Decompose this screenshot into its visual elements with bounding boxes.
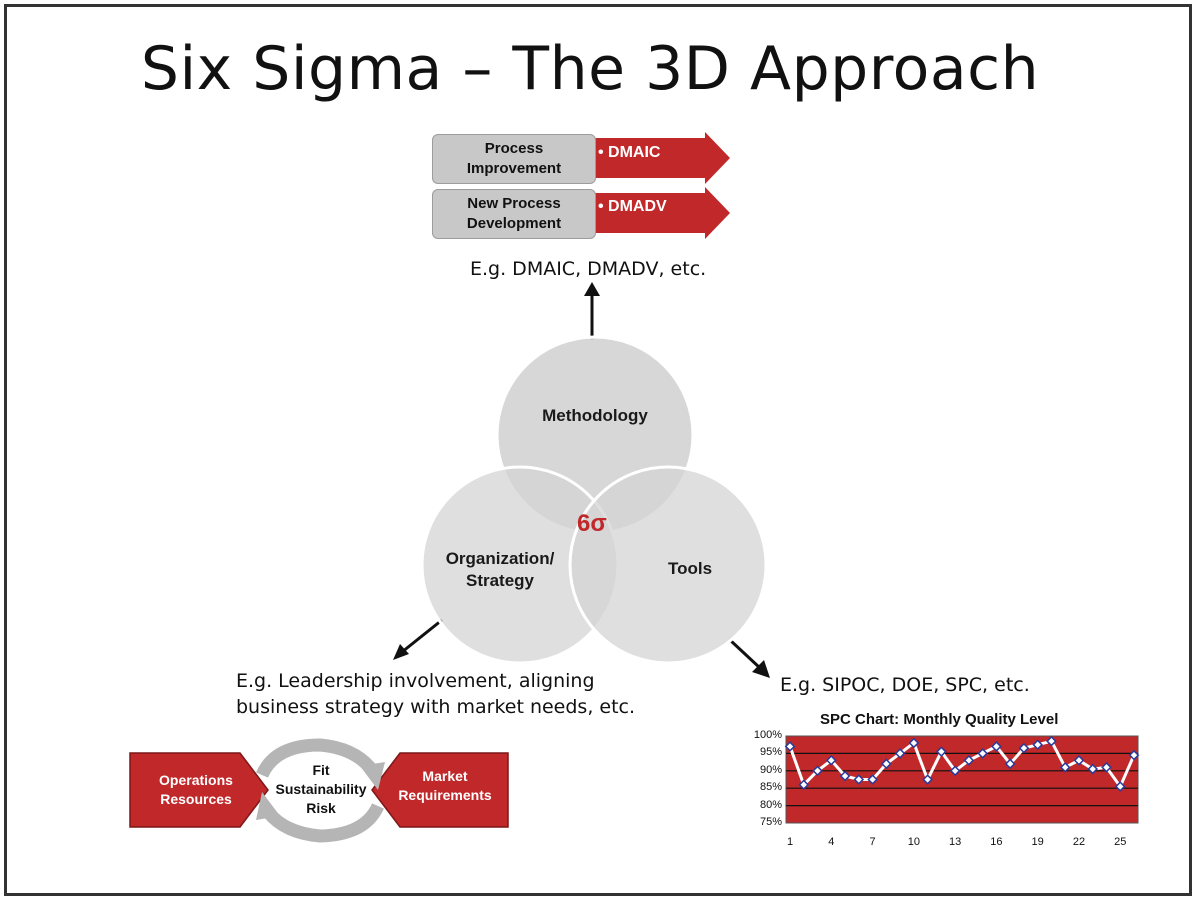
slide-frame [4,4,1192,896]
spc-data-point [1087,763,1099,775]
spc-data-point [949,765,961,777]
organization-example-1: E.g. Leadership involvement, aligning [236,670,595,692]
organization-arrow-line [401,618,443,654]
spc-data-point [798,779,810,791]
tools-circle [568,465,768,665]
new-process-label-1: New Process [467,195,561,212]
market-label-2: Requirements [398,787,492,803]
organization-label-2: Strategy [465,571,535,590]
spc-y-tick-label: 95% [759,746,782,759]
operations-label: Operations Resources [140,771,252,809]
spc-data-point [894,748,906,759]
slide-title: Six Sigma – The 3D Approach [140,34,1040,104]
operations-shape [129,752,269,828]
spc-x-tick-label: 16 [990,836,1003,848]
cycle-center-sustainability: Sustainability [275,781,367,797]
spc-x-tick-label: 22 [1072,836,1086,848]
process-improvement-label-2: Improvement [466,160,562,177]
spc-data-point [1046,735,1057,747]
market-label: Market Requirements [386,767,504,805]
dmadv-arrow [590,187,730,239]
organization-example: E.g. Leadership involvement, aligning bu… [236,668,635,720]
cycle-arrow-bottom [262,802,384,843]
spc-y-tick-label: 100% [753,729,782,741]
spc-data-point [1128,749,1140,761]
methodology-arrow-head [584,282,600,296]
spc-x-tick-label: 1 [786,836,794,848]
spc-data-point [1004,758,1016,770]
dmaic-label: • DMAIC [598,144,661,161]
spc-plot-area [785,735,1139,824]
spc-data-point [922,774,933,785]
spc-data-point [825,755,837,766]
organization-example-2: business strategy with market needs, etc… [236,696,636,718]
dmaic-arrow [590,132,730,184]
process-improvement-box: Process Improvement [432,134,596,184]
cycle-arrow-bottom-head [256,792,280,820]
dmadv-label: • DMADV [598,198,667,215]
spc-y-tick-label: 75% [759,816,782,828]
spc-data-point [1101,762,1112,773]
cycle-arrow-top-head [360,762,385,790]
spc-data-point [1032,739,1043,751]
spc-data-point [812,765,823,777]
spc-data-point [1073,755,1085,766]
spc-data-point [1114,781,1126,792]
spc-data-point [908,737,920,749]
tools-label: Tools [667,559,713,578]
cycle-center-label: Fit Sustainability Risk [268,761,374,818]
spc-y-tick-label: 80% [759,798,782,811]
spc-data-point [936,746,947,757]
organization-arrow-head [393,644,409,660]
six-sigma-center: 6σ [577,510,607,537]
organization-label: Organization/ Strategy [420,548,580,592]
cycle-arrow-top [256,738,378,778]
spc-data-point [991,741,1002,752]
spc-data-point [867,774,878,785]
spc-x-tick-label: 7 [869,836,876,848]
tools-example: E.g. SIPOC, DOE, SPC, etc. [780,674,1030,696]
spc-data-point [977,748,988,759]
spc-data-point [1059,762,1071,773]
spc-data-point [1018,742,1030,754]
methodology-example: E.g. DMAIC, DMADV, etc. [470,258,707,280]
spc-y-tick-label: 90% [759,763,782,776]
spc-x-tick-label: 25 [1114,836,1127,848]
spc-x-tick-label: 19 [1031,836,1044,848]
spc-data-point [881,758,892,770]
spc-data-point [839,770,851,782]
spc-chart [784,735,1140,824]
market-shape [371,752,509,828]
spc-y-tick-label: 85% [759,781,782,794]
spc-data-point [784,741,796,752]
spc-chart-title: SPC Chart: Monthly Quality Level [820,711,1059,728]
methodology-label: Methodology [542,406,648,425]
spc-x-tick-label: 13 [948,836,962,848]
spc-x-tick-label: 10 [907,836,920,848]
tools-arrow-line [728,638,762,670]
operations-label-1: Operations [159,772,233,788]
new-process-development-box: New Process Development [432,189,596,239]
organization-label-1: Organization/ [445,549,555,568]
spc-data-point [853,774,865,785]
tools-arrow-head [752,660,770,678]
cycle-center-fit: Fit [312,762,330,778]
new-process-label-2: Development [466,215,562,232]
process-improvement-label-1: Process [484,140,544,157]
spc-data-point [963,755,975,766]
spc-x-tick-label: 4 [828,836,835,848]
operations-label-2: Resources [160,791,232,807]
cycle-center-risk: Risk [306,800,336,816]
market-label-1: Market [422,768,468,784]
